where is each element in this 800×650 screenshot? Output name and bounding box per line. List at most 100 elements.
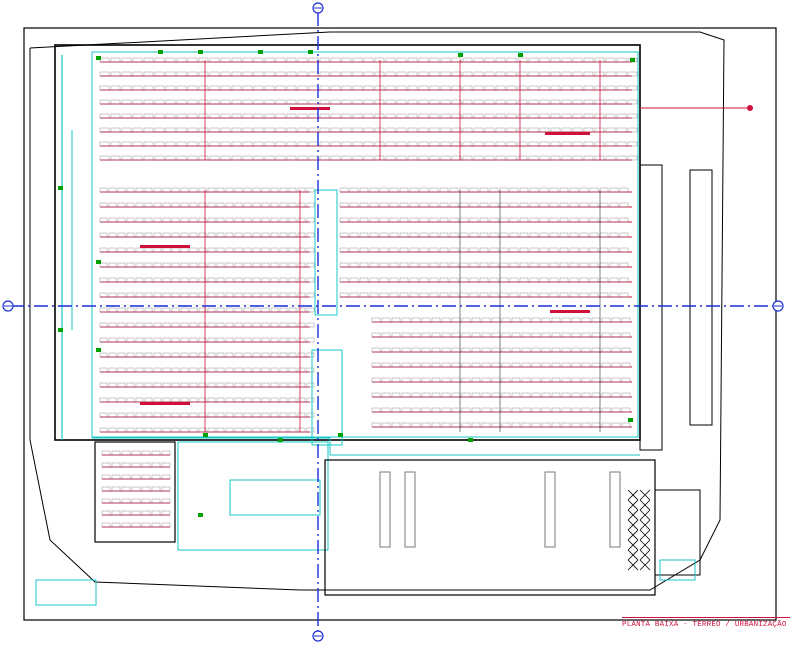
fire-hydrant-icon [628,418,633,422]
pallet-bay [144,277,153,283]
pallet-bay [153,382,162,388]
fire-hydrant-icon [458,53,463,57]
pallet-bay [396,85,407,91]
pallet-bay [511,362,521,368]
pallet-bay [286,99,297,105]
pallet-bay [462,113,473,119]
pallet-bay [297,427,306,433]
pallet-bay [571,422,581,428]
pallet-bay [359,217,369,223]
pallet-bay [431,317,441,323]
pallet-bay [461,362,471,368]
pallet-bay [135,202,144,208]
pallet-bay [176,85,187,91]
pallet-bay [371,407,381,413]
pallet-bay [369,277,379,283]
pallet-bay [126,322,135,328]
pallet-bay [561,332,571,338]
pallet-bay [261,292,270,298]
pallet-bay [126,382,135,388]
pallet-bay [589,277,599,283]
pallet-bay [99,202,108,208]
pallet-bay [243,217,252,223]
pallet-bay [418,99,429,105]
pallet-bay [349,262,359,268]
pallet-bay [589,202,599,208]
pallet-bay [484,85,495,91]
pallet-bay [261,382,270,388]
pallet-bay [469,217,479,223]
pallet-bay [231,71,242,77]
pallet-bay [499,187,509,193]
pallet-bay [117,202,126,208]
pallet-bay [111,510,121,516]
pallet-bay [165,85,176,91]
pallet-bay [611,362,621,368]
pallet-bay [151,498,161,504]
pallet-bay [286,113,297,119]
pallet-bay [541,347,551,353]
pallet-bay [207,292,216,298]
pallet-bay [379,247,389,253]
pallet-bay [611,392,621,398]
pallet-bay [288,412,297,418]
pallet-bay [627,127,638,133]
pallet-bay [550,99,561,105]
pallet-bay [171,232,180,238]
pallet-bay [108,217,117,223]
pallet-bay [165,57,176,63]
office-block [177,441,329,551]
pallet-bay [171,277,180,283]
pallet-bay [499,247,509,253]
pallet-bay [594,99,605,105]
pallet-bay [288,397,297,403]
pallet-bay [176,57,187,63]
pallet-bay [429,232,439,238]
pallet-bay [161,510,171,516]
pallet-bay [349,202,359,208]
pallet-bay [511,347,521,353]
pallet-bay [243,427,252,433]
pallet-bay [599,187,609,193]
pallet-bay [451,57,462,63]
pallet-bay [451,317,461,323]
pallet-bay [162,187,171,193]
pallet-bay [441,377,451,383]
pallet-bay [609,232,619,238]
pallet-bay [583,99,594,105]
pallet-bay [319,71,330,77]
pallet-bay [99,141,110,147]
pallet-bay [539,202,549,208]
pallet-bay [252,397,261,403]
pallet-bay [162,232,171,238]
pallet-bay [528,71,539,77]
pallet-bay [495,99,506,105]
pallet-bay [234,262,243,268]
pallet-bay [419,232,429,238]
pallet-bay [198,412,207,418]
pallet-bay [581,362,591,368]
pallet-bay [473,155,484,161]
pallet-bay [605,127,616,133]
pallet-bay [131,450,141,456]
pallet-bay [579,247,589,253]
pallet-bay [131,498,141,504]
pallet-bay [207,217,216,223]
pallet-bay [209,85,220,91]
pallet-bay [571,317,581,323]
pallet-bay [220,155,231,161]
pallet-bay [550,127,561,133]
pallet-bay [143,71,154,77]
pallet-bay [439,202,449,208]
pallet-bay [154,141,165,147]
pallet-bay [391,347,401,353]
pallet-bay [561,377,571,383]
pallet-bay [495,85,506,91]
pallet-bay [216,397,225,403]
pallet-bay [509,247,519,253]
pallet-bay [509,277,519,283]
pallet-bay [484,99,495,105]
pallet-bay [583,155,594,161]
pallet-bay [252,382,261,388]
pallet-bay [601,347,611,353]
